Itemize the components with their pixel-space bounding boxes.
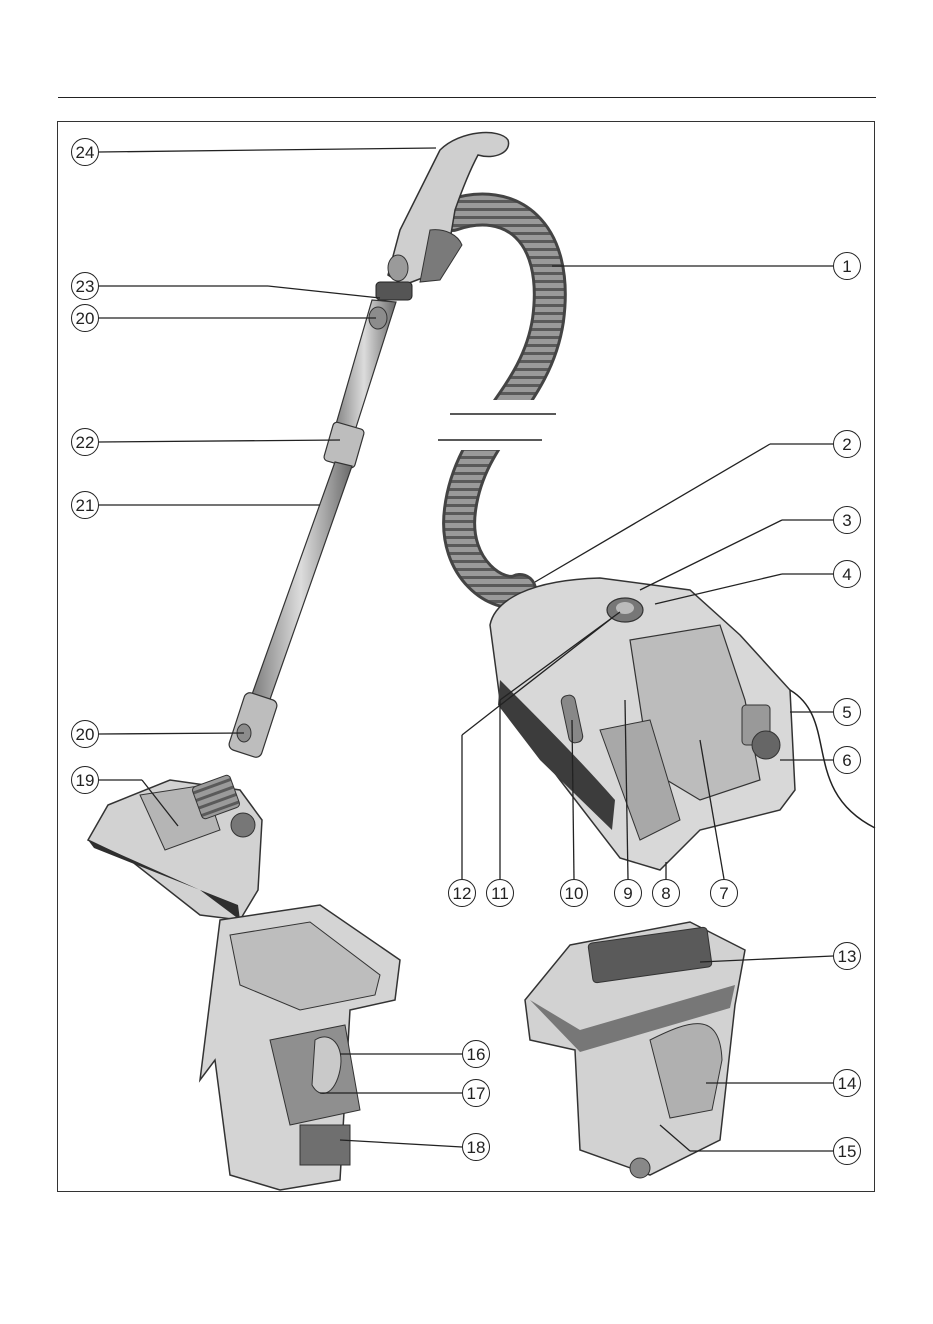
callout-9: 9 [614, 879, 642, 907]
canister-body [490, 578, 875, 870]
callout-16: 16 [462, 1040, 490, 1068]
dust-container-open [200, 905, 400, 1190]
callout-6: 6 [833, 746, 861, 774]
callout-7: 7 [710, 879, 738, 907]
callout-24: 24 [71, 138, 99, 166]
suction-hose [430, 210, 560, 592]
callout-12: 12 [448, 879, 476, 907]
callout-20-bottom: 20 [71, 720, 99, 748]
callout-5: 5 [833, 698, 861, 726]
floorhead [88, 774, 262, 920]
callout-11: 11 [486, 879, 514, 907]
callout-10: 10 [560, 879, 588, 907]
callout-1: 1 [833, 252, 861, 280]
dust-container-closed [525, 922, 745, 1178]
callout-21: 21 [71, 491, 99, 519]
callout-13: 13 [833, 942, 861, 970]
callout-18: 18 [462, 1133, 490, 1161]
callout-17: 17 [462, 1079, 490, 1107]
callout-2: 2 [833, 430, 861, 458]
callout-4: 4 [833, 560, 861, 588]
callout-8: 8 [652, 879, 680, 907]
callout-23: 23 [71, 272, 99, 300]
callout-3: 3 [833, 506, 861, 534]
callout-14: 14 [833, 1069, 861, 1097]
callout-15: 15 [833, 1137, 861, 1165]
telescopic-wand [228, 300, 396, 759]
callout-20-top: 20 [71, 304, 99, 332]
callout-22: 22 [71, 428, 99, 456]
callout-19: 19 [71, 766, 99, 794]
